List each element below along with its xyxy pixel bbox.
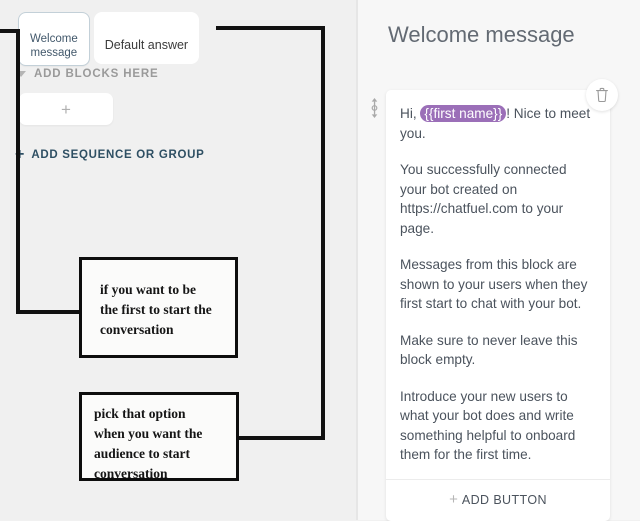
annotation-line-left-top-stub xyxy=(0,29,20,33)
add-block-button[interactable]: + xyxy=(19,93,113,125)
annotation-box-first-to-start: if you want to be the first to start the… xyxy=(79,257,238,358)
tab-default-answer-label: Default answer xyxy=(104,38,189,52)
add-button-row[interactable]: +ADD BUTTON xyxy=(386,478,610,521)
block-tab-strip: Welcome message Default answer xyxy=(18,12,200,66)
plus-icon: + xyxy=(61,99,71,119)
annotation-box-audience-to-start: pick that option when you want the audie… xyxy=(79,392,239,481)
message-editor-panel: Welcome message Hi, {{first name}}! Nice… xyxy=(358,0,640,521)
annotation-line-to-box-2 xyxy=(236,436,325,440)
drag-handle-icon[interactable] xyxy=(368,96,380,120)
greeting-suffix: ! Nice to meet you. xyxy=(400,106,591,141)
message-card: Hi, {{first name}}! Nice to meet you. Yo… xyxy=(386,90,610,521)
greeting-prefix: Hi, xyxy=(400,106,421,121)
add-blocks-label: ADD BLOCKS HERE xyxy=(34,68,159,80)
add-blocks-section-header[interactable]: ADD BLOCKS HERE xyxy=(16,68,159,80)
message-paragraph: Introduce your new users to what your bo… xyxy=(400,388,576,463)
message-paragraph: You successfully connected your bot crea… xyxy=(400,162,567,236)
annotation-box-2-text: pick that option when you want the audie… xyxy=(94,406,203,481)
message-text-area[interactable]: Hi, {{first name}}! Nice to meet you. Yo… xyxy=(386,90,610,479)
message-paragraph: Make sure to never leave this block empt… xyxy=(400,332,578,368)
annotation-line-left-vertical xyxy=(16,29,20,314)
message-paragraph-greeting: Hi, {{first name}}! Nice to meet you. xyxy=(400,104,596,143)
chevron-down-icon xyxy=(16,71,26,77)
annotation-line-to-box-1 xyxy=(16,310,81,314)
annotation-box-1-text: if you want to be the first to start the… xyxy=(100,282,212,337)
add-sequence-or-group-label: ADD SEQUENCE OR GROUP xyxy=(31,149,205,161)
annotation-line-top-horizontal xyxy=(216,26,325,30)
plus-icon: + xyxy=(449,490,458,508)
trash-icon xyxy=(596,87,608,103)
tab-default-answer[interactable]: Default answer xyxy=(93,12,200,64)
page-title: Welcome message xyxy=(388,22,575,47)
add-button-label: ADD BUTTON xyxy=(461,492,547,507)
tab-welcome-message[interactable]: Welcome message xyxy=(18,12,90,66)
tab-welcome-message-label: Welcome message xyxy=(30,33,78,59)
message-paragraph: Messages from this block are shown to yo… xyxy=(400,257,588,311)
first-name-token[interactable]: {{first name}} xyxy=(420,105,507,122)
panel-divider xyxy=(356,0,358,520)
delete-card-button[interactable] xyxy=(586,79,618,111)
add-sequence-or-group-button[interactable]: + ADD SEQUENCE OR GROUP xyxy=(15,147,205,163)
annotation-line-right-vertical xyxy=(321,26,325,440)
